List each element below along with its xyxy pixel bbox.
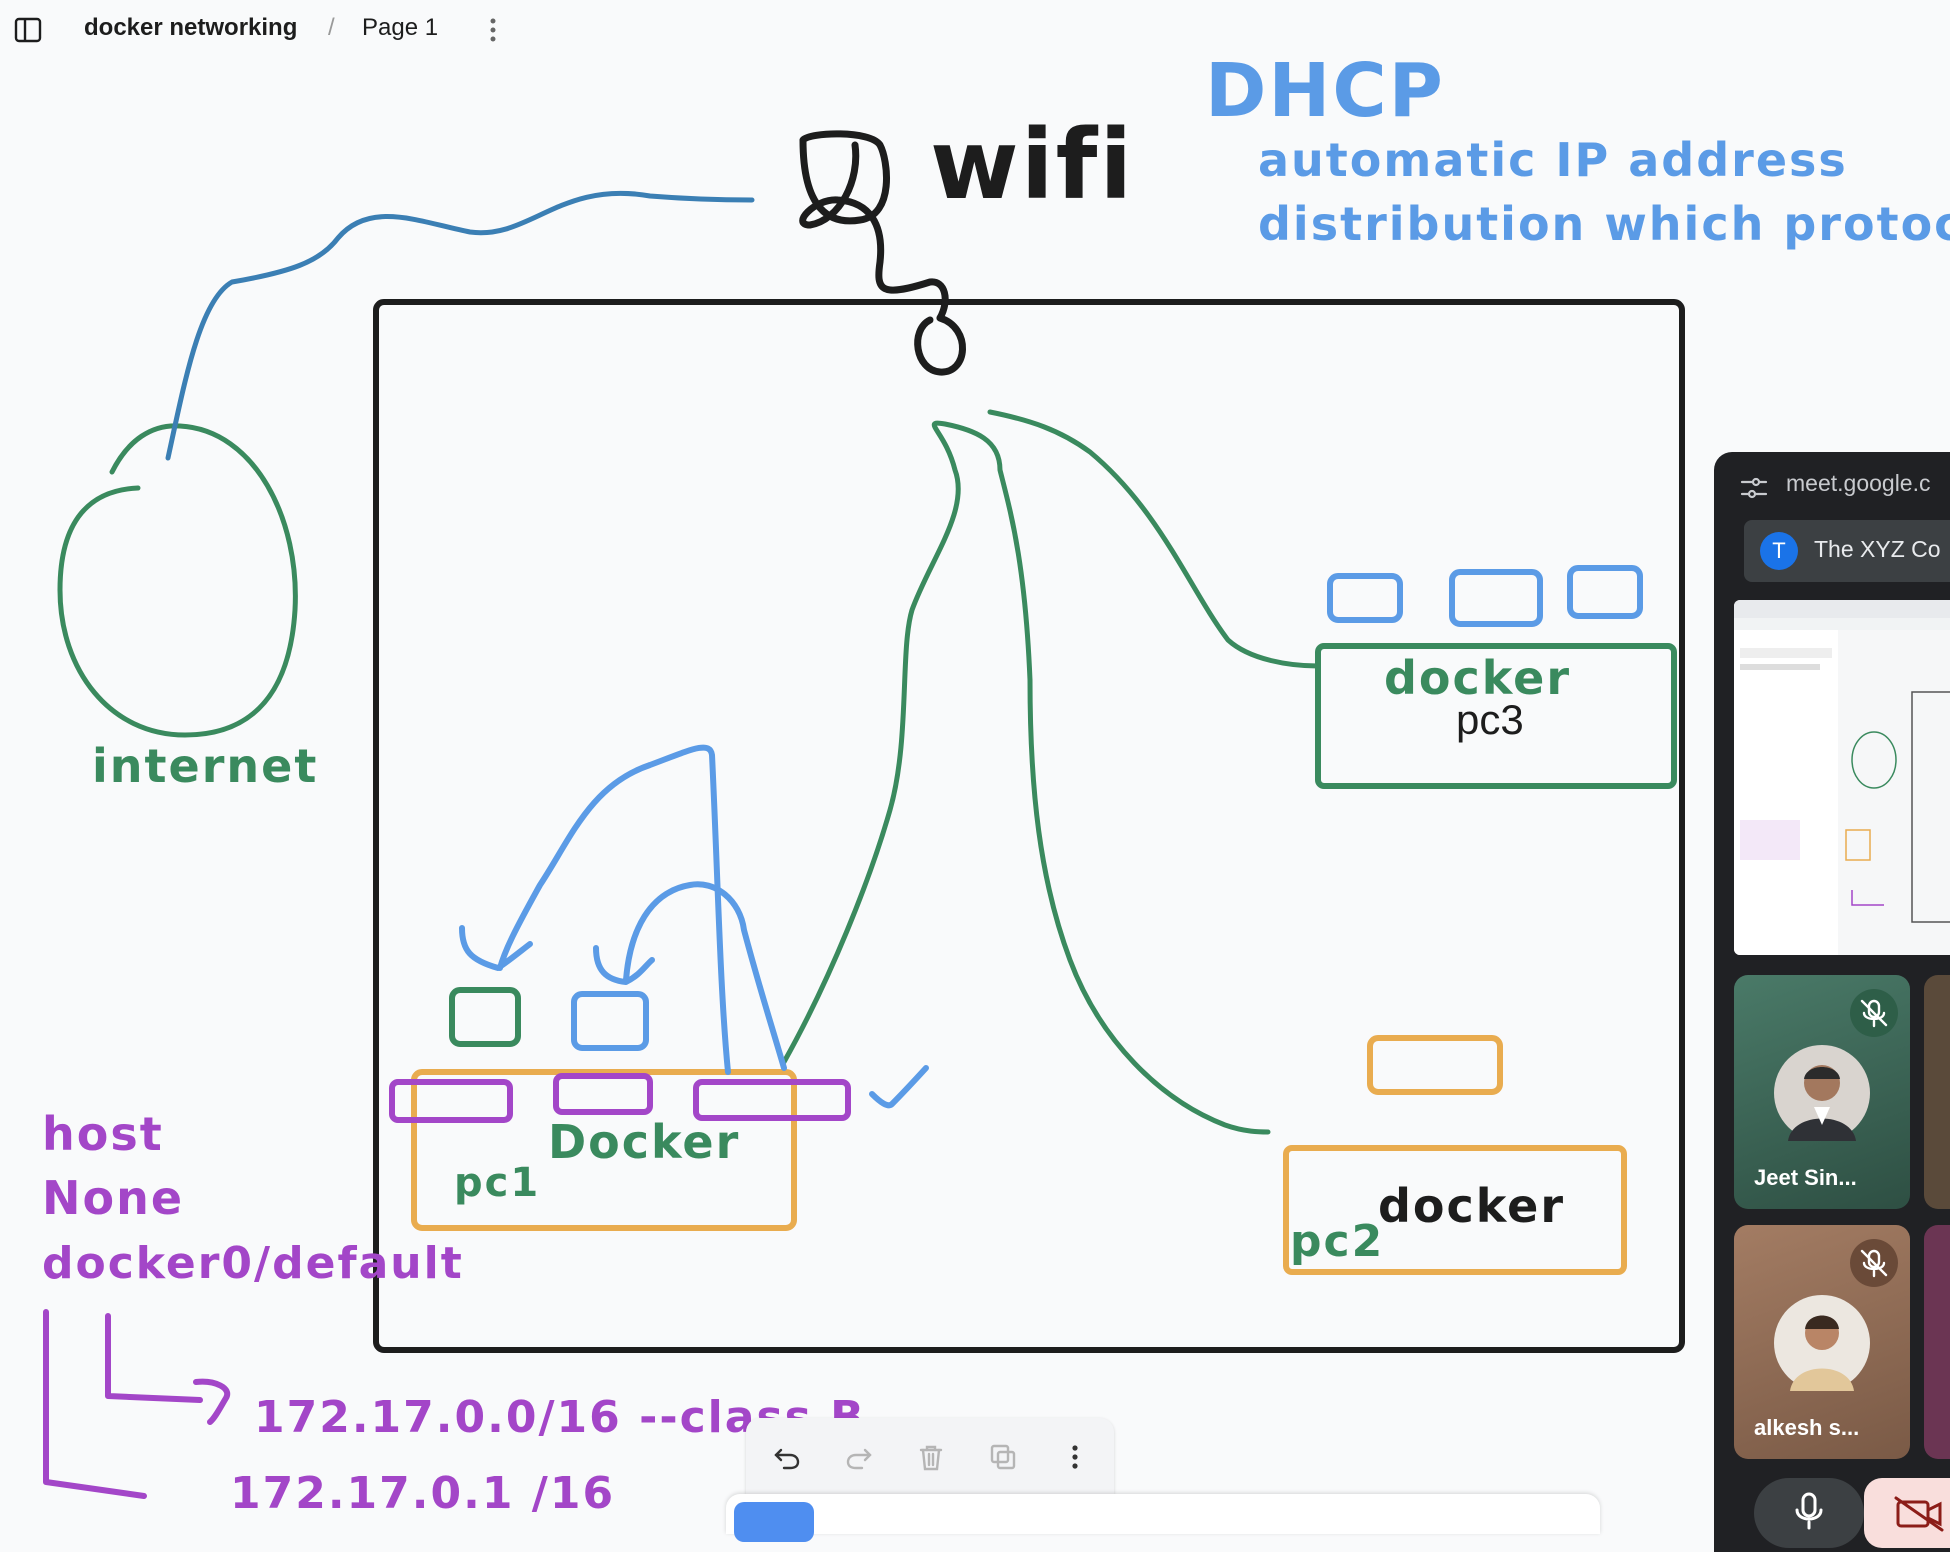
gateway-label[interactable]: 172.17.0.1 /16 <box>230 1468 615 1519</box>
page-selector[interactable]: Page 1 <box>362 14 439 41</box>
meet-url: meet.google.c <box>1786 470 1931 496</box>
participant-avatar-2 <box>1774 1295 1870 1391</box>
default-bracket-inner[interactable] <box>105 1313 231 1425</box>
breadcrumb-separator: / <box>328 14 335 41</box>
shared-screen-preview[interactable] <box>1734 600 1950 955</box>
check-mark[interactable] <box>869 1065 929 1109</box>
presenting-org-chip[interactable]: T The XYZ Co <box>1744 520 1950 582</box>
default-bracket-outer[interactable] <box>43 1309 147 1499</box>
participant-name-1: Jeet Sin... <box>1754 1165 1857 1190</box>
more-icon[interactable] <box>1060 1442 1090 1472</box>
internet-cloud-shape[interactable] <box>57 423 298 738</box>
pc3-link-line[interactable] <box>987 409 1321 669</box>
sidebar-toggle-icon[interactable] <box>14 16 44 44</box>
participant-avatar-1 <box>1774 1045 1870 1141</box>
pc1-link-line[interactable] <box>781 420 1271 1135</box>
participant-tile-peek-2[interactable] <box>1924 1225 1950 1459</box>
trash-icon[interactable] <box>916 1442 946 1472</box>
dhcp-description-2[interactable]: distribution which protocol <box>1258 197 1950 251</box>
participant-tile-2[interactable]: alkesh s... <box>1734 1225 1910 1459</box>
wifi-label[interactable]: wifi <box>930 109 1134 221</box>
selection-toolbar <box>746 1418 1114 1494</box>
wifi-router-shape[interactable] <box>799 130 966 376</box>
pc2-box[interactable] <box>1283 1145 1627 1275</box>
camera-off-button[interactable] <box>1864 1478 1950 1548</box>
pc1-container-1[interactable] <box>449 987 521 1047</box>
pc3-label[interactable]: pc3 <box>1456 696 1524 743</box>
network-default-label[interactable]: docker0/default <box>42 1238 464 1289</box>
container-arrow-1[interactable] <box>459 744 731 1075</box>
pc3-docker-label[interactable]: docker <box>1384 651 1571 705</box>
duplicate-icon[interactable] <box>988 1442 1018 1472</box>
participant-name-2: alkesh s... <box>1754 1415 1860 1440</box>
pc3-box[interactable] <box>1315 643 1677 789</box>
participant-tile-peek-1[interactable] <box>1924 975 1950 1209</box>
pc2-container[interactable] <box>1367 1035 1503 1095</box>
pc1-interface-2[interactable] <box>553 1073 653 1115</box>
internet-link-line[interactable] <box>165 190 755 461</box>
main-toolbar <box>726 1494 1600 1542</box>
select-tool-button[interactable] <box>734 1502 814 1542</box>
mic-off-icon <box>1850 989 1898 1037</box>
participant-tile-1[interactable]: Jeet Sin... <box>1734 975 1910 1209</box>
pc1-interface-3[interactable] <box>693 1079 851 1121</box>
pc2-docker-label[interactable]: docker <box>1378 1179 1565 1233</box>
org-avatar: T <box>1760 532 1798 570</box>
pc1-box[interactable] <box>411 1069 797 1231</box>
org-name: The XYZ Co <box>1814 536 1941 562</box>
mic-off-icon <box>1850 1239 1898 1287</box>
network-none-label[interactable]: None <box>42 1171 184 1225</box>
page-menu-icon[interactable] <box>484 16 502 44</box>
dhcp-description-1[interactable]: automatic IP address <box>1258 133 1848 187</box>
document-title[interactable]: docker networking <box>84 14 298 41</box>
pc3-container-3[interactable] <box>1567 565 1643 619</box>
top-bar: docker networking / Page 1 <box>0 0 1200 60</box>
tune-icon[interactable] <box>1740 476 1768 500</box>
pc1-label[interactable]: pc1 <box>454 1160 540 1206</box>
microphone-button[interactable] <box>1754 1478 1864 1548</box>
container-arrow-2[interactable] <box>593 881 787 1071</box>
network-host-label[interactable]: host <box>42 1107 164 1161</box>
pc2-label[interactable]: pc2 <box>1290 1216 1384 1267</box>
redo-icon[interactable] <box>844 1442 874 1472</box>
pc1-docker-label[interactable]: Docker <box>548 1115 740 1169</box>
pc1-interface-1[interactable] <box>389 1079 513 1123</box>
network-box[interactable] <box>373 299 1685 1353</box>
dhcp-title[interactable]: DHCP <box>1205 48 1445 134</box>
pc3-container-2[interactable] <box>1449 569 1543 627</box>
pc1-container-2[interactable] <box>571 991 649 1051</box>
meet-panel: meet.google.c T The XYZ Co Jeet Sin... <box>1714 452 1950 1552</box>
internet-label[interactable]: internet <box>92 739 318 793</box>
undo-icon[interactable] <box>772 1442 802 1472</box>
pc3-container-1[interactable] <box>1327 573 1403 623</box>
